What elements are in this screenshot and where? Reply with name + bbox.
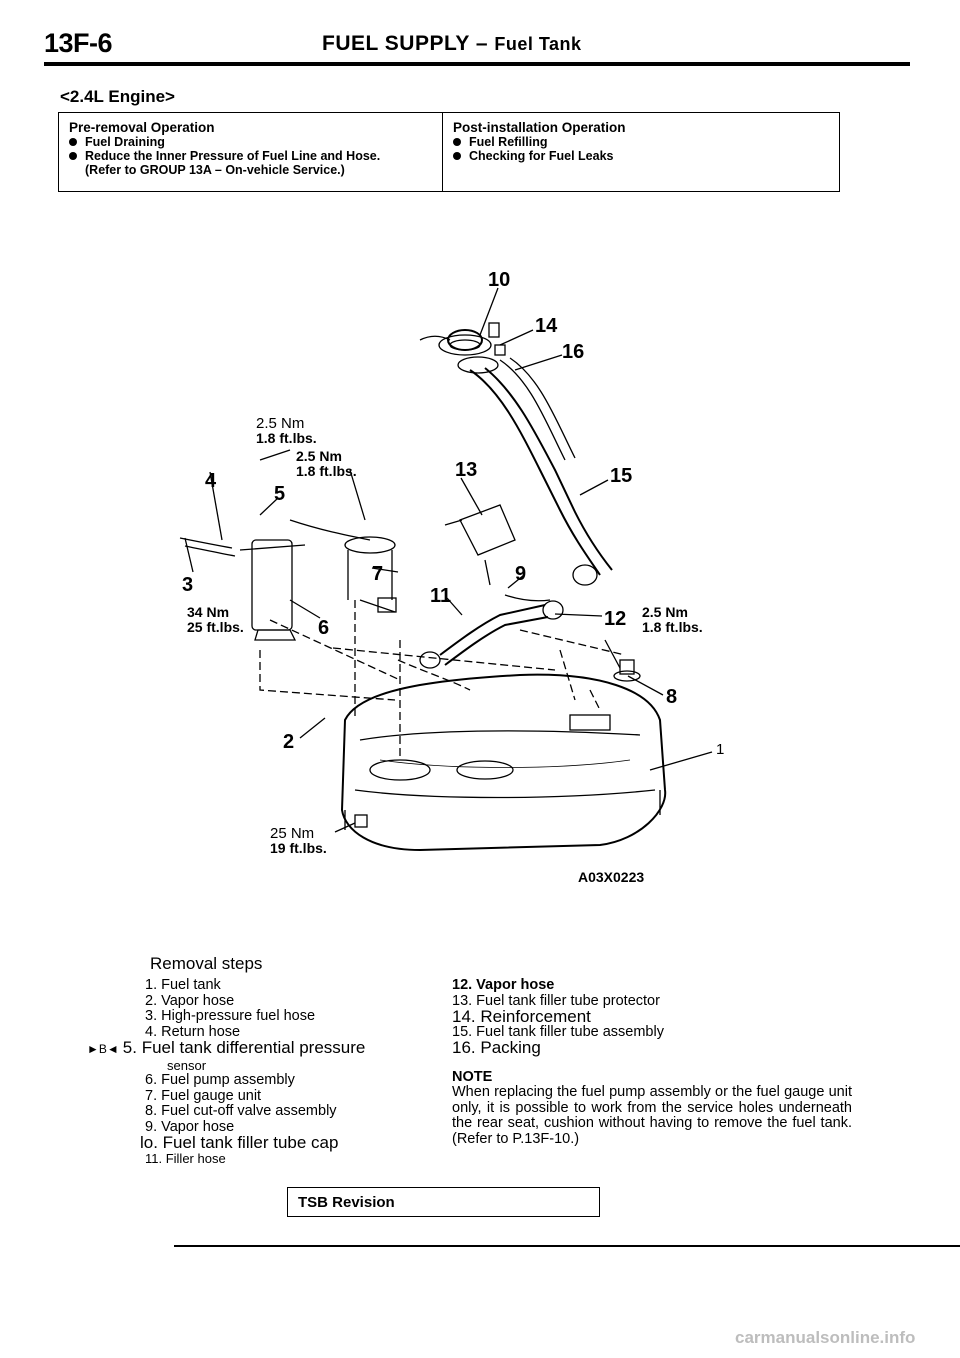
removal-steps-left-column: 1. Fuel tank 2. Vapor hose 3. High-press…: [87, 977, 365, 1166]
list-item: 16. Packing: [452, 1038, 541, 1057]
part-label-5: 5: [274, 483, 285, 505]
list-item: 9. Vapor hose: [145, 1118, 235, 1135]
part-label-3: 3: [182, 574, 193, 596]
list-item: 2. Vapor hose: [145, 992, 235, 1009]
engine-label: <2.4L Engine>: [60, 87, 175, 106]
list-item: ►B◄ 5. Fuel tank differential pressure: [87, 1038, 366, 1057]
bullet-icon: [69, 152, 77, 160]
torque-t5-nm: 25 Nm: [270, 825, 314, 842]
list-item: 1. Fuel tank: [145, 977, 221, 993]
list-item: 14. Reinforcement: [452, 1007, 591, 1026]
torque-t4-nm: 2.5 Nm: [642, 604, 688, 620]
note-text: When replacing the fuel pump assembly or…: [452, 1084, 852, 1147]
removal-steps-title: Removal steps: [150, 954, 263, 973]
torque-t4-ft: 1.8 ft.lbs.: [642, 619, 703, 635]
list-item: 8. Fuel cut-off valve assembly: [145, 1103, 337, 1119]
bullet-icon: [453, 152, 461, 160]
torque-t3-nm: 34 Nm: [187, 604, 229, 620]
part-label-14: 14: [535, 315, 558, 337]
list-item: 3. High-pressure fuel hose: [145, 1008, 316, 1024]
list-item: 7. Fuel gauge unit: [145, 1087, 262, 1104]
list-item: sensor: [167, 1057, 207, 1073]
part-label-8: 8: [666, 686, 677, 708]
pre-removal-title: Pre-removal Operation: [69, 120, 215, 135]
part-label-9: 9: [515, 563, 526, 585]
list-item: 11. Filler hose: [145, 1150, 226, 1166]
torque-t1-nm: 2.5 Nm: [256, 415, 304, 432]
footer-rule: [174, 1245, 960, 1247]
pre-removal-item: Reduce the Inner Pressure of Fuel Line a…: [69, 149, 432, 163]
tsb-revision-box: TSB Revision: [287, 1187, 600, 1217]
section-title-sub: Fuel Tank: [494, 34, 582, 54]
section-title: FUEL SUPPLY – Fuel Tank: [322, 32, 582, 56]
pre-removal-box: Pre-removal Operation Fuel Draining Redu…: [58, 112, 443, 192]
part-label-12: 12: [604, 608, 626, 630]
part-label-11: 11: [430, 585, 451, 607]
part-label-6: 6: [318, 617, 329, 639]
part-label-15: 15: [610, 465, 632, 487]
part-number-labels: 10 14 16 4 5 13 15 3 7 9 11 6 12 8 2 1: [182, 269, 724, 758]
post-installation-item: Fuel Refilling: [453, 135, 829, 149]
torque-specs: 2.5 Nm 1.8 ft.lbs. 2.5 Nm 1.8 ft.lbs. 34…: [187, 415, 703, 856]
pre-removal-item: Fuel Draining: [69, 135, 432, 149]
list-item: lo. Fuel tank filler tube cap: [140, 1133, 339, 1152]
torque-t2-ft: 1.8 ft.lbs.: [296, 463, 357, 479]
part-label-1: 1: [716, 741, 724, 758]
removal-steps-right-column: 12. Vapor hose 13. Fuel tank filler tube…: [452, 977, 852, 1147]
torque-t1-ft: 1.8 ft.lbs.: [256, 430, 317, 446]
part-label-10: 10: [488, 269, 510, 291]
diagram-drawing: [179, 287, 713, 852]
torque-t2-nm: 2.5 Nm: [296, 448, 342, 464]
post-installation-title: Post-installation Operation: [453, 120, 626, 135]
fuel-tank-exploded-diagram: 10 14 16 4 5 13 15 3 7 9 11 6 12 8 2 1 2…: [179, 269, 724, 885]
pre-removal-reference: (Refer to GROUP 13A – On-vehicle Service…: [85, 163, 345, 177]
list-item: 12. Vapor hose: [452, 977, 555, 993]
part-label-2: 2: [283, 731, 294, 753]
diagram-code: A03X0223: [578, 869, 644, 885]
bullet-icon: [69, 138, 77, 146]
list-item: 13. Fuel tank filler tube protector: [452, 992, 660, 1009]
list-item: 4. Return hose: [145, 1023, 241, 1040]
watermark: carmanualsonline.info: [735, 1328, 916, 1347]
part-label-7: 7: [372, 563, 383, 585]
service-point-marker: ►B◄: [87, 1042, 119, 1056]
post-installation-box: Post-installation Operation Fuel Refilli…: [443, 112, 840, 192]
page-number: 13F-6: [44, 28, 113, 58]
torque-t5-ft: 19 ft.lbs.: [270, 840, 327, 856]
part-label-16: 16: [562, 341, 584, 363]
list-item: 6. Fuel pump assembly: [145, 1072, 295, 1088]
list-item: 15. Fuel tank filler tube assembly: [452, 1023, 664, 1040]
section-title-main: FUEL SUPPLY –: [322, 32, 489, 55]
fuel-tank-shape: [340, 673, 667, 852]
part-label-4: 4: [205, 470, 217, 492]
header-rule: [44, 62, 910, 66]
torque-t3-ft: 25 ft.lbs.: [187, 619, 244, 635]
bullet-icon: [453, 138, 461, 146]
part-label-13: 13: [455, 459, 477, 481]
note-title: NOTE: [452, 1068, 493, 1085]
post-installation-item: Checking for Fuel Leaks: [453, 149, 829, 163]
